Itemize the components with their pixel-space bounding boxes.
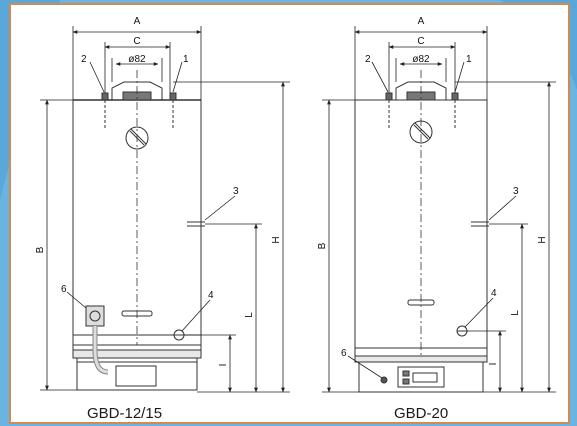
dim-label-l: L	[510, 310, 521, 316]
dim-label-h: H	[537, 236, 548, 243]
dim-label-h: H	[271, 236, 282, 243]
heater-right-base	[358, 361, 484, 393]
heater-left-gauge	[125, 126, 149, 150]
heater-right-labels: A C ø82 B H L I 2 1 3 4 6	[317, 16, 548, 365]
callout-4: 4	[491, 288, 497, 299]
caption-gbd-12-15: GBD-12/15	[87, 405, 163, 422]
callout-3: 3	[233, 186, 239, 197]
heater-left-dimensions	[40, 26, 290, 393]
caption-gbd-20: GBD-20	[394, 405, 449, 422]
callout-3: 3	[513, 186, 519, 197]
heater-right-dimensions	[322, 26, 556, 393]
heater-left-labels: A C ø82 B H L I 2 1 3 4 6	[35, 16, 282, 366]
dim-label-diameter: ø82	[412, 54, 430, 65]
callout-1: 1	[183, 54, 189, 65]
heater-left	[72, 70, 205, 391]
dim-label-l: L	[244, 312, 255, 318]
callout-4: 4	[208, 290, 214, 301]
callout-6: 6	[61, 284, 67, 295]
callout-6: 6	[341, 348, 347, 359]
heater-right	[354, 70, 489, 393]
callout-1: 1	[466, 54, 472, 65]
heater-left-base-panel	[115, 365, 157, 387]
dim-label-b: B	[317, 242, 328, 249]
heater-right-gauge	[409, 120, 433, 144]
heater-left-base	[76, 357, 198, 391]
dim-label-a: A	[134, 16, 141, 27]
callout-2: 2	[81, 54, 87, 65]
callout-2: 2	[365, 54, 371, 65]
dim-label-diameter: ø82	[128, 54, 146, 65]
dim-label-i: I	[488, 363, 499, 366]
dim-label-c: C	[417, 36, 424, 47]
dim-label-i: I	[218, 364, 229, 367]
dim-label-b: B	[35, 246, 46, 253]
dim-label-c: C	[133, 36, 140, 47]
heater-left-valve	[85, 305, 105, 327]
dim-label-a: A	[418, 16, 425, 27]
heater-right-control-panel	[397, 366, 445, 388]
